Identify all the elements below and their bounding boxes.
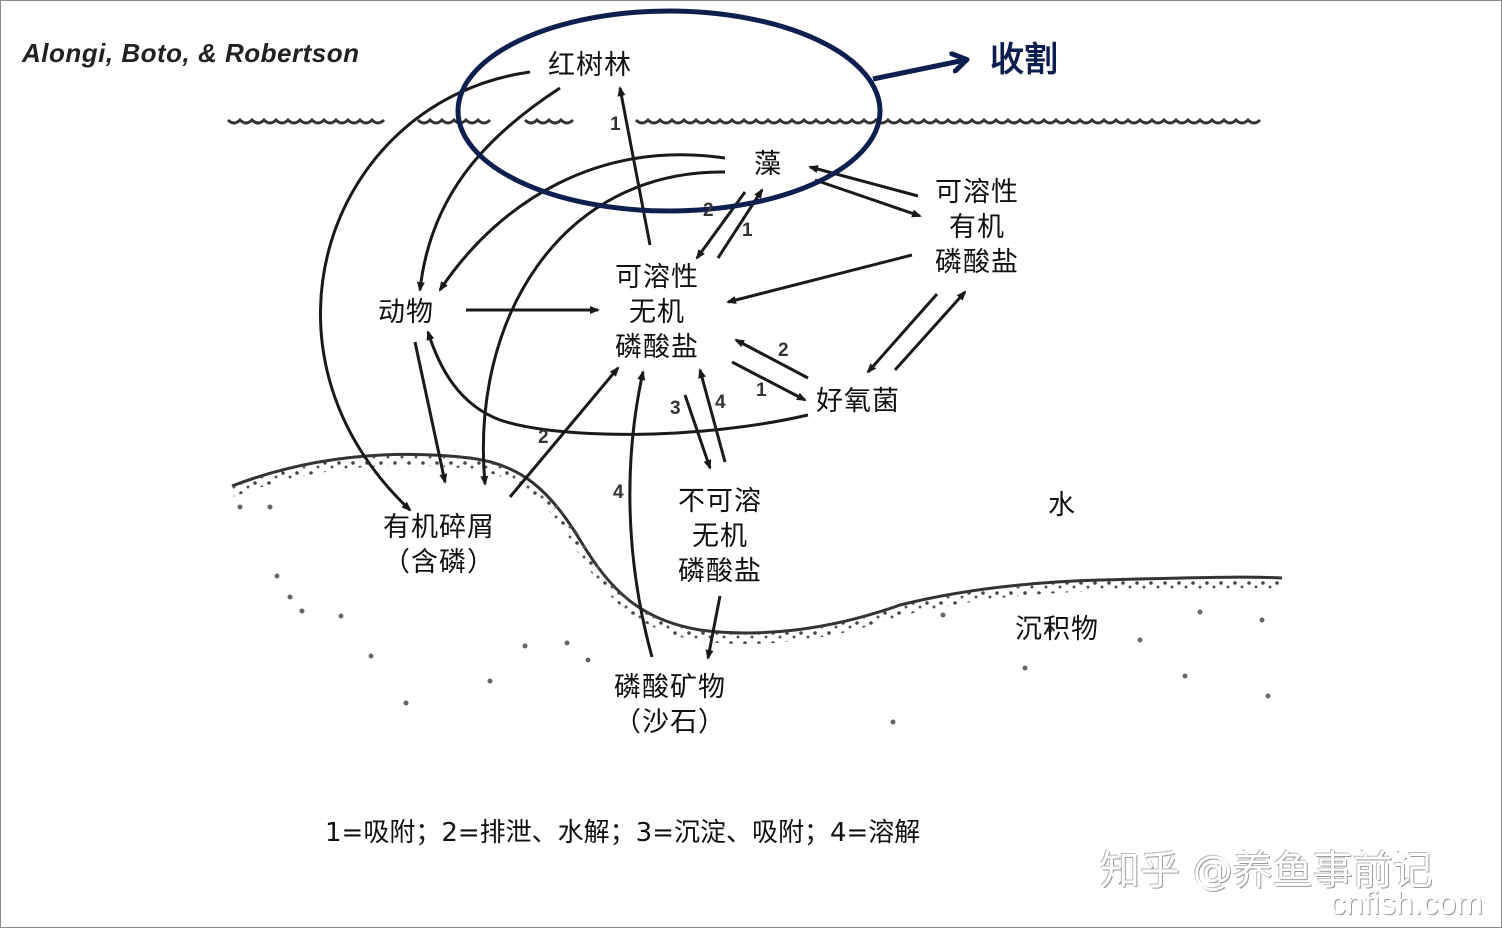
node-insoluble-inorganic-phosphate: 不可溶 无机 磷酸盐 xyxy=(678,486,762,587)
arrow-number: 4 xyxy=(715,392,726,413)
harvest-arrow xyxy=(872,60,965,82)
node-dissolved-inorganic-phosphate: 可溶性 无机 磷酸盐 xyxy=(615,262,699,363)
watermark: 知乎 @养鱼事前记 xyxy=(1100,848,1433,894)
harvest-label: 收割 xyxy=(990,40,1058,80)
arrow-number: 3 xyxy=(670,398,681,419)
arrow-number: 2 xyxy=(778,340,789,361)
node-dissolved-organic-phosphate: 可溶性 有机 磷酸盐 xyxy=(935,177,1019,278)
watermark-site: cnfish.com xyxy=(1330,885,1483,921)
arrow-number: 1 xyxy=(610,114,621,135)
water-surface-wave xyxy=(226,117,1262,125)
arrow-number: 1 xyxy=(742,220,753,241)
arrow-number: 1 xyxy=(756,380,767,401)
label-water: 水 xyxy=(1048,490,1076,521)
harvest-ellipse xyxy=(455,8,883,214)
node-mangrove: 红树林 xyxy=(548,50,632,81)
arrow-number: 4 xyxy=(613,482,624,503)
node-phosphate-minerals: 磷酸矿物 （沙石） xyxy=(614,672,726,738)
node-aerobic-bacteria: 好氧菌 xyxy=(816,386,900,417)
node-algae: 藻 xyxy=(754,149,782,180)
arrow-number: 2 xyxy=(538,427,549,448)
node-animals: 动物 xyxy=(378,297,434,328)
node-organic-detritus: 有机碎屑 （含磷） xyxy=(383,512,495,578)
arrow-number: 2 xyxy=(703,200,714,221)
flow-arrows xyxy=(318,70,967,660)
credit-text: Alongi, Boto, & Robertson xyxy=(22,38,360,68)
label-sediment: 沉积物 xyxy=(1015,614,1099,645)
sediment-boundary xyxy=(230,453,1283,725)
legend-text: 1=吸附；2=排泄、水解；3=沉淀、吸附；4=溶解 xyxy=(325,818,921,848)
